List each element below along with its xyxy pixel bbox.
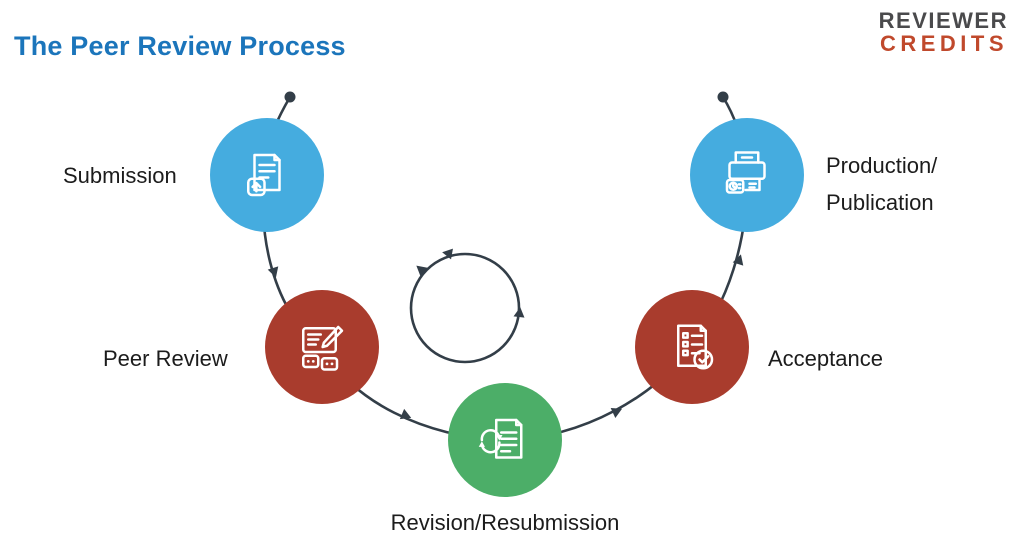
document-upload-icon xyxy=(247,153,281,197)
iteration-loop xyxy=(409,252,521,364)
end-dot xyxy=(717,91,729,103)
stage-node-production xyxy=(690,118,804,232)
arrow-icon xyxy=(513,307,525,318)
checklist-approved-icon xyxy=(677,324,714,370)
logo-word-reviewer: REVIEWER xyxy=(878,8,1008,33)
stage-node-revision xyxy=(448,383,562,497)
arrow-icon xyxy=(399,408,412,420)
logo-word-credits: CREDITS xyxy=(879,31,1008,57)
start-dot xyxy=(284,91,296,103)
stage-label-acceptance: Acceptance xyxy=(768,346,883,371)
review-annotation-icon xyxy=(302,325,344,371)
arrow-icon xyxy=(416,265,428,277)
stage-label-production-line1: Production/ xyxy=(826,153,938,178)
stage-label-production: Production/ Publication xyxy=(826,147,937,221)
page-title: The Peer Review Process xyxy=(14,31,346,62)
stage-label-production-line2: Publication xyxy=(826,190,934,215)
arrow-icon xyxy=(267,266,279,278)
document-revision-icon xyxy=(478,418,523,459)
stage-node-acceptance xyxy=(635,290,749,404)
reviewer-credits-logo: REVIEWER CREDITS xyxy=(879,9,1008,55)
printer-icon xyxy=(725,151,766,194)
stage-node-peer-review xyxy=(265,290,379,404)
arrow-icon xyxy=(610,408,623,418)
arrow-icon xyxy=(442,248,453,260)
stage-node-submission xyxy=(210,118,324,232)
stage-label-peer-review: Peer Review xyxy=(103,346,228,371)
arrow-icon xyxy=(732,254,744,266)
flow-arrows xyxy=(267,91,744,420)
stage-label-revision: Revision/Resubmission xyxy=(390,510,620,535)
stage-label-submission: Submission xyxy=(63,163,177,188)
